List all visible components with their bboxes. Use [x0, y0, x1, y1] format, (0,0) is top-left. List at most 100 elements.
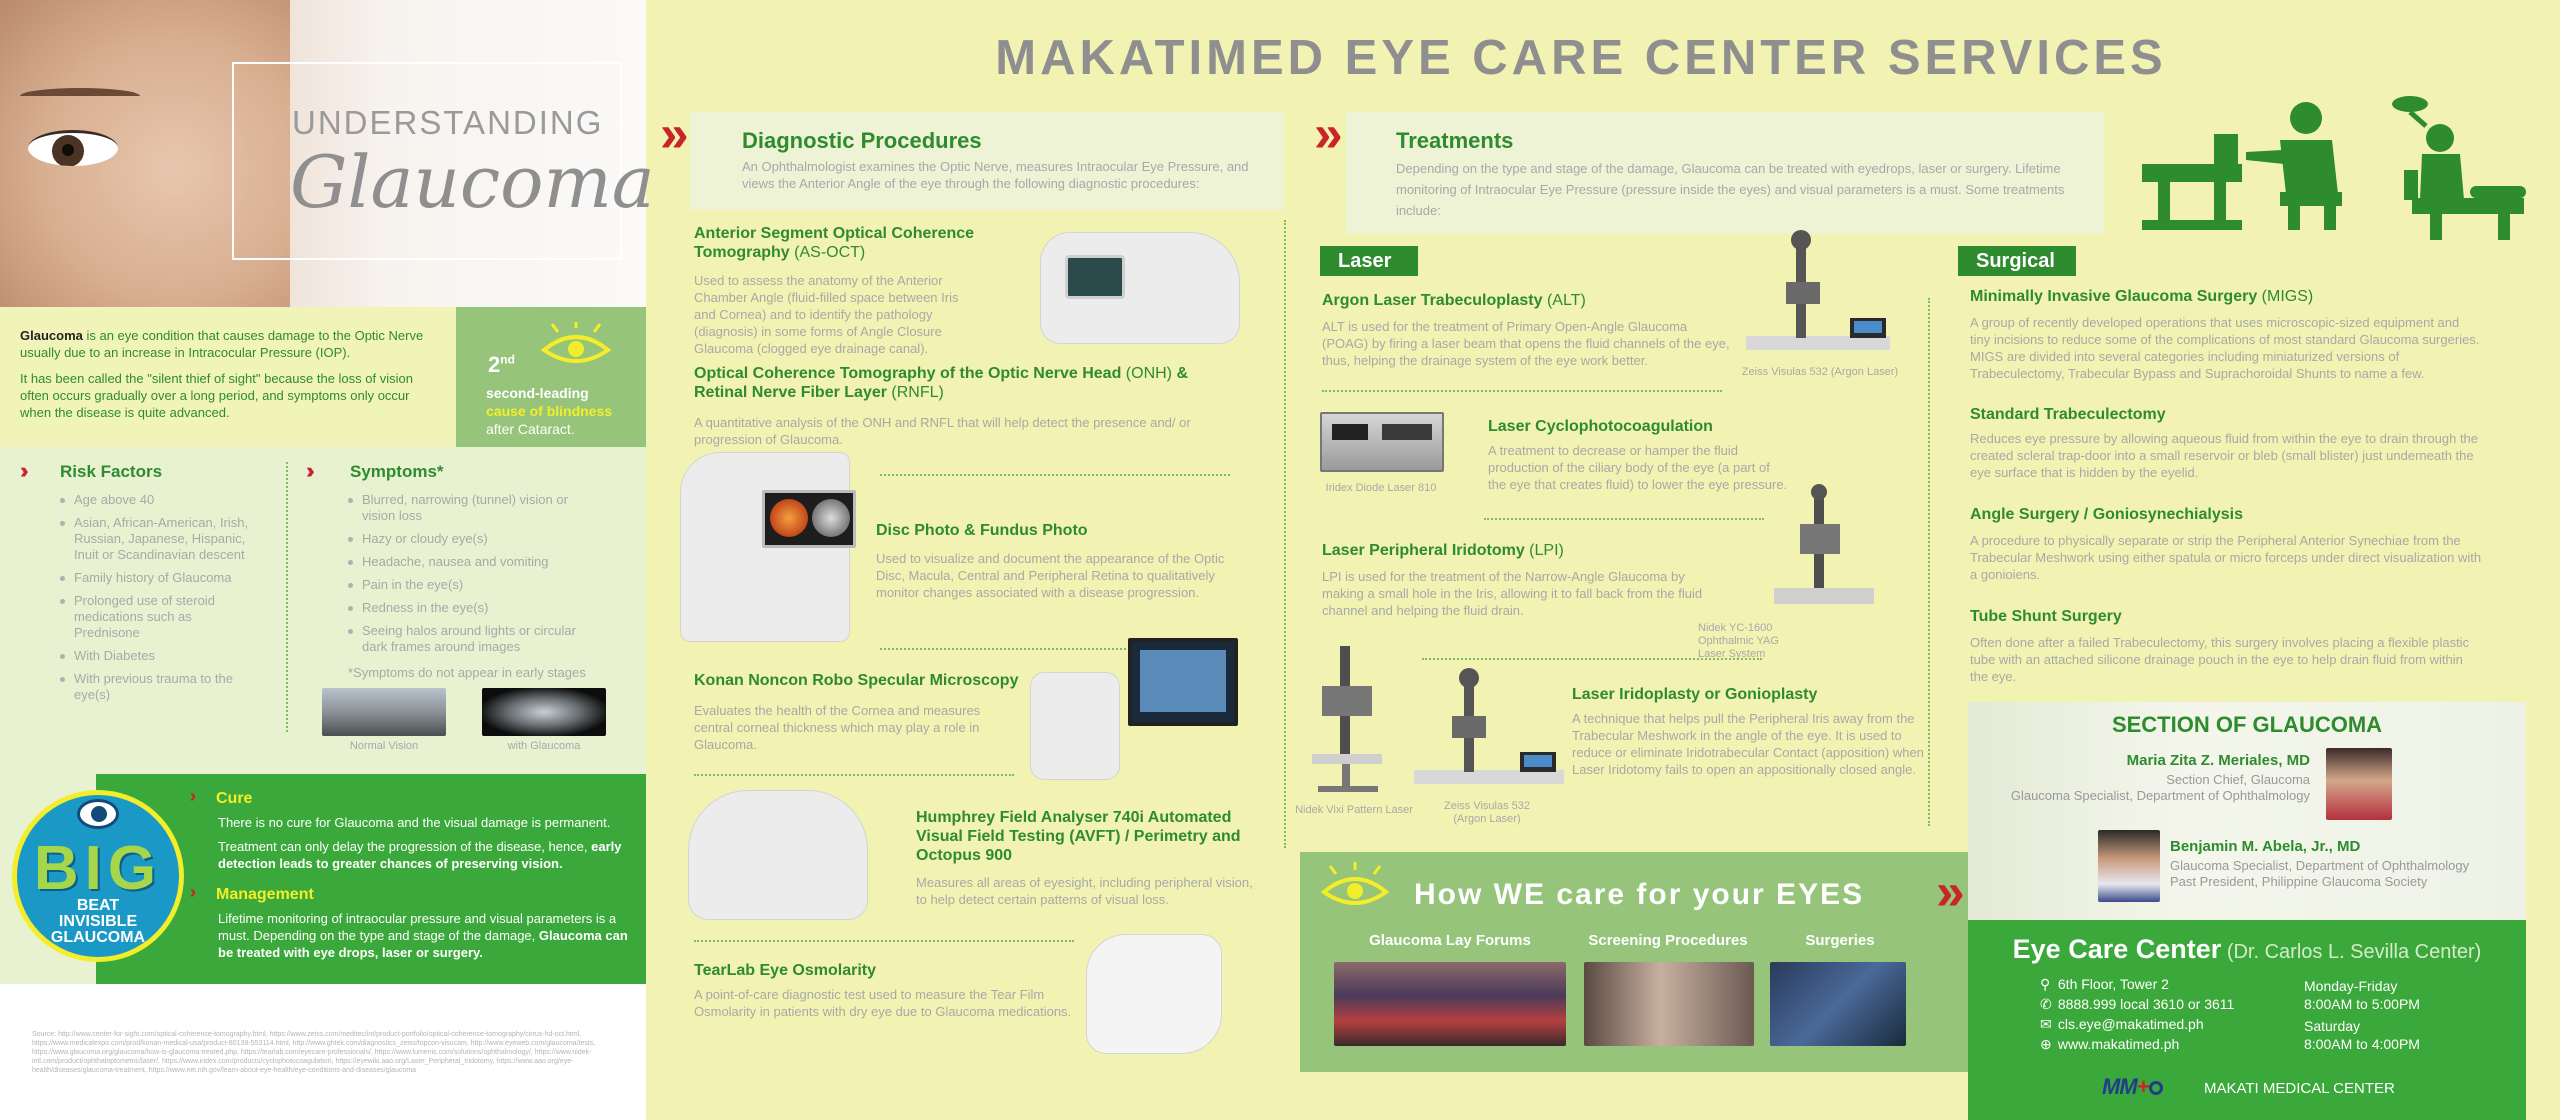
phone-row: ✆ 8888.999 local 3610 or 3611 — [2040, 996, 2234, 1013]
rank-line-2: cause of blindness — [486, 403, 613, 419]
migs-title-main: Minimally Invasive Glaucoma Surgery — [1970, 288, 2258, 305]
hours-1: Monday-Friday — [2304, 978, 2398, 994]
hfa-text: Measures all areas of eyesight, includin… — [916, 875, 1253, 907]
asoct-title-main: Anterior Segment Optical Coherence Tomog… — [694, 225, 975, 261]
cure-text-2: Treatment can only delay the progression… — [218, 838, 628, 872]
alt-abbr: (ALT) — [1542, 292, 1586, 309]
diag-divider-1 — [880, 474, 1230, 476]
doc2-name: Benjamin M. Abela, Jr., MD — [2170, 838, 2361, 855]
intro-box — [0, 307, 456, 447]
list-item: Age above 40 — [58, 492, 258, 508]
care-title: How WE care for your EYES — [1414, 878, 1865, 911]
list-item: With Diabetes — [58, 648, 258, 664]
diagnostic-header-box — [690, 112, 1284, 210]
email-icon: ✉ — [2040, 1016, 2052, 1032]
konan-title: Konan Noncon Robo Specular Microscopy — [694, 672, 1019, 689]
konan-monitor-image — [1128, 638, 1238, 726]
glaucoma-heading: Glaucoma — [290, 140, 655, 224]
diagnostic-chevron: ›› — [660, 105, 689, 163]
list-item: Prolonged use of steroid medications suc… — [58, 593, 258, 641]
care-item-0-label: Glaucoma Lay Forums — [1369, 932, 1531, 949]
understanding-heading: UNDERSTANDING — [292, 104, 604, 141]
eyebrow — [20, 88, 140, 104]
hours-3: Saturday — [2304, 1018, 2361, 1034]
globe-icon: ⊕ — [2040, 1036, 2052, 1052]
cure-text-2-bold: early detection leads to greater chances… — [218, 839, 622, 871]
center-title-main: Eye Care Center — [2012, 934, 2222, 964]
risk-list: Age above 40 Asian, African-American, Ir… — [58, 492, 258, 710]
diag-divider-3 — [694, 774, 1014, 776]
treat-divider-2 — [1484, 518, 1764, 520]
normal-vision-photo — [322, 688, 446, 736]
diag-divider-4 — [694, 940, 1074, 942]
care-item-1-label: Screening Procedures — [1588, 932, 1748, 949]
rank-line-1: second-leading — [486, 385, 589, 401]
diagnostic-title: Diagnostic Procedures — [742, 128, 982, 153]
intro-text: Glaucoma is an eye condition that causes… — [20, 327, 436, 361]
oct-text: A quantitative analysis of the ONH and R… — [694, 415, 1191, 447]
lpi-caption: Nidek YC-1600 Ophthalmic YAG Laser Syste… — [1698, 622, 1779, 660]
tube-title: Tube Shunt Surgery — [1970, 608, 2122, 625]
lig-title: Laser Iridoplasty or Gonioplasty — [1572, 686, 1818, 703]
surgical-label: Surgical — [1976, 250, 2055, 272]
hfa-title: Humphrey Field Analyser 740i Automated V… — [916, 809, 1241, 864]
big-logo-eye-icon — [77, 799, 119, 829]
treatments-title: Treatments — [1396, 128, 1514, 153]
intro-bold: Glaucoma — [20, 328, 83, 343]
mmc-logo-icon: MM+ — [2102, 1074, 2163, 1100]
asoct-device-image — [1040, 232, 1240, 344]
iridex-laser-image — [1320, 412, 1444, 472]
email-row[interactable]: ✉ cls.eye@makatimed.ph — [2040, 1016, 2204, 1033]
big-logo-glaucoma: GLAUCOMA — [50, 929, 146, 946]
big-logo-big: BIG — [33, 834, 163, 903]
mgmt-title: Management — [216, 886, 314, 903]
zeiss-laser-image — [1414, 668, 1564, 784]
web-link[interactable]: www.makatimed.ph — [2057, 1036, 2180, 1052]
cyclo-title: Laser Cyclophotocoagulation — [1488, 418, 1713, 435]
center-panel — [1968, 920, 2526, 1120]
list-item: Hazy or cloudy eye(s) — [346, 531, 602, 547]
eye-illustration — [28, 130, 118, 166]
phone-text: 8888.999 local 3610 or 3611 — [2057, 996, 2235, 1012]
tear-text: A point-of-care diagnostic test used to … — [694, 987, 1072, 1019]
angle-text: A procedure to physically separate or st… — [1970, 533, 2482, 582]
angle-title: Angle Surgery / Goniosynechialysis — [1970, 506, 2243, 523]
rank-num: 2 — [488, 352, 501, 377]
center-title: Eye Care Center (Dr. Carlos L. Sevilla C… — [1968, 934, 2526, 965]
tearlab-device-image — [1086, 934, 1222, 1054]
doc2-avatar — [2098, 830, 2160, 902]
tear-title: TearLab Eye Osmolarity — [694, 962, 876, 979]
poster-title: MAKATIMED EYE CARE CENTER SERVICES — [995, 31, 2167, 85]
treatments-chevron: ›› — [1314, 105, 1343, 163]
trab-text: Reduces eye pressure by allowing aqueous… — [1970, 431, 2479, 480]
konan-text: Evaluates the health of the Cornea and m… — [694, 703, 981, 752]
email-link[interactable]: cls.eye@makatimed.ph — [2057, 1016, 2204, 1032]
symptoms-chevron: ›› — [306, 458, 314, 483]
lpi-title-main: Laser Peripheral Iridotomy — [1322, 542, 1525, 559]
symptoms-note: *Symptoms do not appear in early stages — [348, 665, 586, 680]
source-text: Source: http://www.center-for-sight.com/… — [32, 1031, 596, 1074]
asoct-text: Used to assess the anatomy of the Anteri… — [694, 273, 959, 356]
lpi-title: Laser Peripheral Iridotomy (LPI) — [1322, 542, 1564, 560]
doc1-name: Maria Zita Z. Meriales, MD — [2126, 752, 2310, 769]
surgery-icon — [2392, 96, 2526, 240]
cure-title: Cure — [216, 790, 253, 807]
rank-sup: nd — [500, 352, 515, 367]
surgical-label-box — [1958, 246, 2076, 276]
normal-vision-caption: Normal Vision — [349, 740, 419, 752]
hours-2: 8:00AM to 5:00PM — [2304, 996, 2420, 1012]
laser-label: Laser — [1338, 250, 1392, 272]
mgmt-text-plain: Lifetime monitoring of intraocular press… — [218, 911, 617, 943]
screening-photo — [1584, 962, 1754, 1046]
treatments-intro: Depending on the type and stage of the d… — [1396, 161, 2065, 218]
doc2-role-1: Glaucoma Specialist, Department of Ophth… — [2170, 858, 2470, 873]
title-frame — [232, 62, 622, 260]
care-eye-icon — [1320, 862, 1390, 905]
web-row[interactable]: ⊕ www.makatimed.ph — [2040, 1036, 2179, 1053]
nidek-caption: Nidek Vixi Pattern Laser — [1295, 804, 1413, 816]
oct-abbr-1: (ONH) — [1121, 365, 1172, 382]
migs-text: A group of recently developed operations… — [1970, 315, 2480, 381]
laser-label-box — [1320, 246, 1418, 276]
rank-line-3: after Cataract. — [486, 421, 575, 437]
diagnostic-intro: An Ophthalmologist examines the Optic Ne… — [742, 159, 1249, 191]
